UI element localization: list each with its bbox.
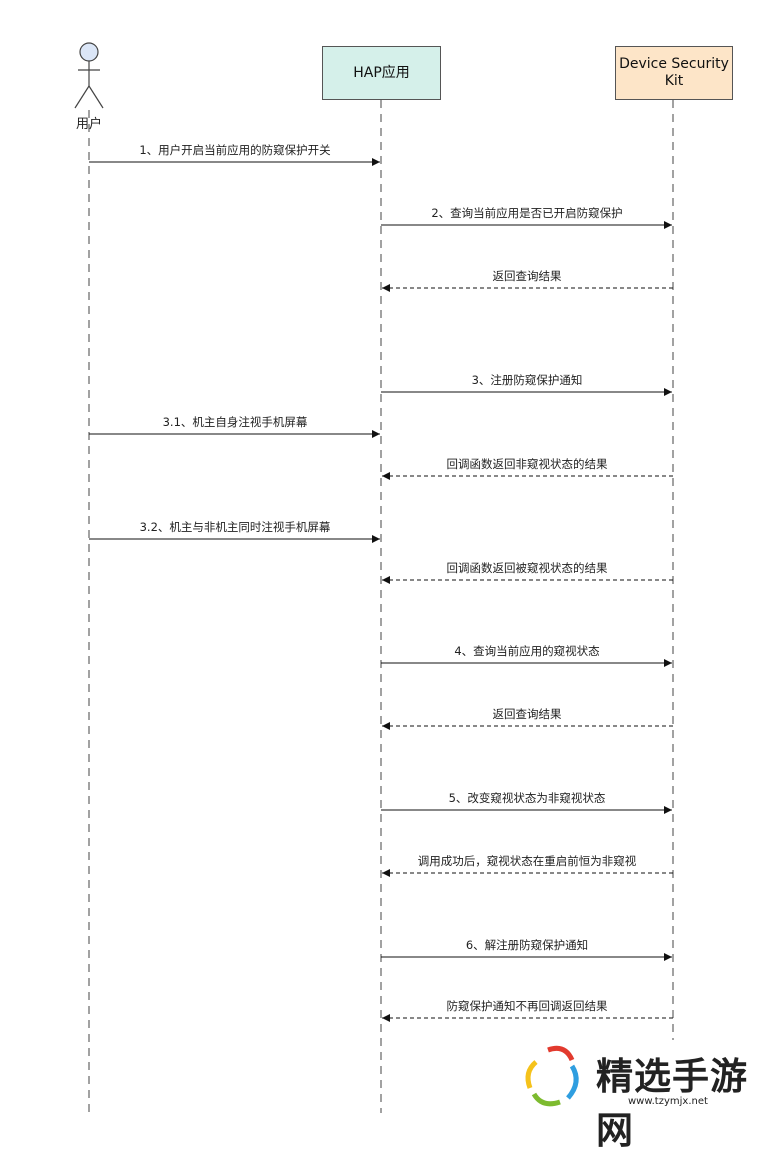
kit-participant-label-1: Device Security <box>619 56 729 72</box>
message-label: 3.2、机主与非机主同时注视手机屏幕 <box>139 520 331 534</box>
message-label: 返回查询结果 <box>492 269 562 283</box>
message-label: 调用成功后，窥视状态在重启前恒为非窥视 <box>417 854 637 868</box>
sequence-diagram <box>74 42 674 1113</box>
message-label: 防窥保护通知不再回调返回结果 <box>446 999 608 1013</box>
watermark-logo-icon <box>525 1045 579 1107</box>
message-label: 3.1、机主自身注视手机屏幕 <box>162 415 308 429</box>
message-label: 4、查询当前应用的窥视状态 <box>454 644 600 658</box>
message-label: 2、查询当前应用是否已开启防窥保护 <box>431 206 623 220</box>
app-participant-label: HAP应用 <box>353 64 410 81</box>
watermark-url: www.tzymjx.net <box>628 1096 708 1107</box>
message-label: 6、解注册防窥保护通知 <box>465 938 589 952</box>
message-label: 5、改变窥视状态为非窥视状态 <box>448 791 606 805</box>
message-label: 3、注册防窥保护通知 <box>471 373 583 387</box>
kit-participant-box: Device Security Kit <box>615 46 733 100</box>
watermark: 精选手游网 www.tzymjx.net <box>520 1042 770 1152</box>
message-label: 回调函数返回被窥视状态的结果 <box>446 561 608 575</box>
message-label: 回调函数返回非窥视状态的结果 <box>446 457 608 471</box>
message-label: 1、用户开启当前应用的防窥保护开关 <box>139 143 331 157</box>
message-label: 返回查询结果 <box>492 707 562 721</box>
kit-participant-label-2: Kit <box>664 73 684 89</box>
app-participant-box: HAP应用 <box>322 46 441 100</box>
user-actor-icon <box>74 42 104 109</box>
user-actor-label: 用户 <box>76 117 103 132</box>
